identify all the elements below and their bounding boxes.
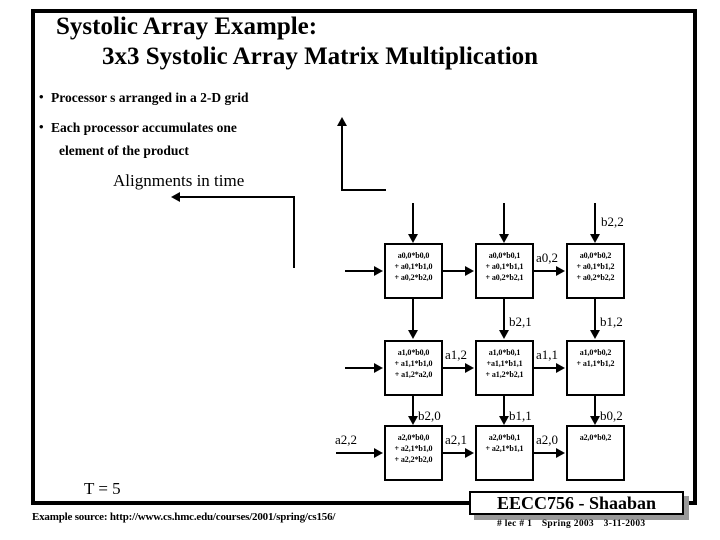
pe-cell-2-0[interactable]: a2,0*b0,0 + a2,1*b1,0 + a2,2*b2,0 <box>384 425 443 481</box>
pe-cell-1-2[interactable]: a1,0*b0,2 + a1,1*b1,2 <box>566 340 625 396</box>
pe-line: + a1,1*b1,2 <box>576 359 615 368</box>
bullet-list: • Processor s arranged in a 2-D grid • E… <box>37 86 357 169</box>
signal-b22-label: b2,2 <box>601 214 624 229</box>
arrow-right-icon <box>465 448 474 458</box>
pe-cell-2-1[interactable]: a2,0*b0,1 + a2,1*b1,1 <box>475 425 534 481</box>
arrow-down-icon <box>408 416 418 425</box>
pe-line: a1,0*b0,0 <box>397 348 430 357</box>
pe-line: a0,0*b0,1 <box>488 251 521 260</box>
arrow-right-icon <box>556 266 565 276</box>
arrow-down-icon <box>590 330 600 339</box>
arrow-down-icon <box>590 234 600 243</box>
pe-line: + a2,1*b1,1 <box>485 444 524 453</box>
pe-line: + a0,2*b2,0 <box>394 273 433 282</box>
pe-cell-1-1[interactable]: a1,0*b0,1 +a1,1*b1,1 + a1,2*b2,1 <box>475 340 534 396</box>
signal-a02-label: a0,2 <box>536 250 559 265</box>
pe-line: + a0,2*b2,2 <box>576 273 615 282</box>
pe-line: a1,0*b0,2 <box>579 348 612 357</box>
signal-a21-label: a2,1 <box>445 432 468 447</box>
pe-line: + a2,2*b2,0 <box>394 455 433 464</box>
pe-cell-2-2[interactable]: a2,0*b0,2 <box>566 425 625 481</box>
arrow-down-icon <box>408 234 418 243</box>
title-line-1: Systolic Array Example: <box>56 13 318 40</box>
footer-lecture: # lec # 1 <box>497 519 533 529</box>
footer-date: 3-11-2003 <box>603 519 646 529</box>
pe-line: a2,0*b0,2 <box>579 433 612 442</box>
pe-line: + a0,1*b1,1 <box>485 262 524 271</box>
bullet-1-text: Processor s arranged in a 2-D grid <box>51 90 249 105</box>
arrow-down-icon <box>499 330 509 339</box>
arrow-left-icon <box>171 192 180 202</box>
page-title: Systolic Array Example: 3x3 Systolic Arr… <box>56 12 676 72</box>
arrow-down-icon <box>590 416 600 425</box>
pe-cell-0-1[interactable]: a0,0*b0,1 + a0,1*b1,1 + a0,2*b2,1 <box>475 243 534 299</box>
arrow-up-icon <box>337 117 347 126</box>
time-step-label: T = 5 <box>84 479 121 498</box>
signal-b12-label: b1,2 <box>600 314 623 329</box>
arrow-right-icon <box>556 363 565 373</box>
slide-border-frame <box>31 9 697 505</box>
pe-line: + a0,1*b1,0 <box>394 262 433 271</box>
pe-line: + a1,1*b1,0 <box>394 359 433 368</box>
alignments-in-time-label: Alignments in time <box>113 171 245 190</box>
arrow-down-icon <box>499 416 509 425</box>
pe-line: a0,0*b0,0 <box>397 251 430 260</box>
pe-cell-0-2[interactable]: a0,0*b0,2 + a0,1*b1,2 + a0,2*b2,2 <box>566 243 625 299</box>
arrow-right-icon <box>374 363 383 373</box>
bullet-item-2: • Each processor accumulates one element… <box>37 116 357 162</box>
bullet-2-text-cont: element of the product <box>59 143 189 158</box>
signal-a11-label: a1,1 <box>536 347 559 362</box>
footer-term: Spring 2003 <box>541 519 594 529</box>
pe-line: + a2,1*b1,0 <box>394 444 433 453</box>
pe-line: + a0,1*b1,2 <box>576 262 615 271</box>
bullet-marker-icon: • <box>39 119 44 134</box>
footer-meta: # lec # 1 Spring 2003 3-11-2003 <box>497 519 712 529</box>
arrow-right-icon <box>556 448 565 458</box>
pe-line: a2,0*b0,0 <box>397 433 430 442</box>
arrow-right-icon <box>465 363 474 373</box>
signal-b20-label: b2,0 <box>418 408 441 423</box>
signal-b02-label: b0,2 <box>600 408 623 423</box>
arrow-right-icon <box>465 266 474 276</box>
bullet-2-text: Each processor accumulates one <box>51 120 237 135</box>
signal-a12-label: a1,2 <box>445 347 468 362</box>
pe-cell-1-0[interactable]: a1,0*b0,0 + a1,1*b1,0 + a1,2*a2,0 <box>384 340 443 396</box>
signal-a22-input-label: a2,2 <box>335 432 358 447</box>
title-line-2: 3x3 Systolic Array Matrix Multiplication <box>102 43 539 70</box>
signal-b21-label: b2,1 <box>509 314 532 329</box>
arrow-right-icon <box>374 266 383 276</box>
pe-line: +a1,1*b1,1 <box>486 359 523 368</box>
footer-badge: EECC756 - Shaaban <box>469 491 684 515</box>
pe-line: a1,0*b0,1 <box>488 348 521 357</box>
source-credit: Example source: http://www.cs.hmc.edu/co… <box>32 511 336 523</box>
pe-line: a0,0*b0,2 <box>579 251 612 260</box>
bullet-item-1: • Processor s arranged in a 2-D grid <box>37 86 357 109</box>
pe-cell-0-0[interactable]: a0,0*b0,0 + a0,1*b1,0 + a0,2*b2,0 <box>384 243 443 299</box>
pe-line: a2,0*b0,1 <box>488 433 521 442</box>
arrow-right-icon <box>374 448 383 458</box>
pe-line: + a1,2*a2,0 <box>394 370 433 379</box>
pe-line: + a1,2*b2,1 <box>485 370 524 379</box>
bullet-marker-icon: • <box>39 89 44 104</box>
arrow-down-icon <box>408 330 418 339</box>
signal-a20-label: a2,0 <box>536 432 559 447</box>
arrow-down-icon <box>499 234 509 243</box>
signal-b11-label: b1,1 <box>509 408 532 423</box>
pe-line: + a0,2*b2,1 <box>485 273 524 282</box>
